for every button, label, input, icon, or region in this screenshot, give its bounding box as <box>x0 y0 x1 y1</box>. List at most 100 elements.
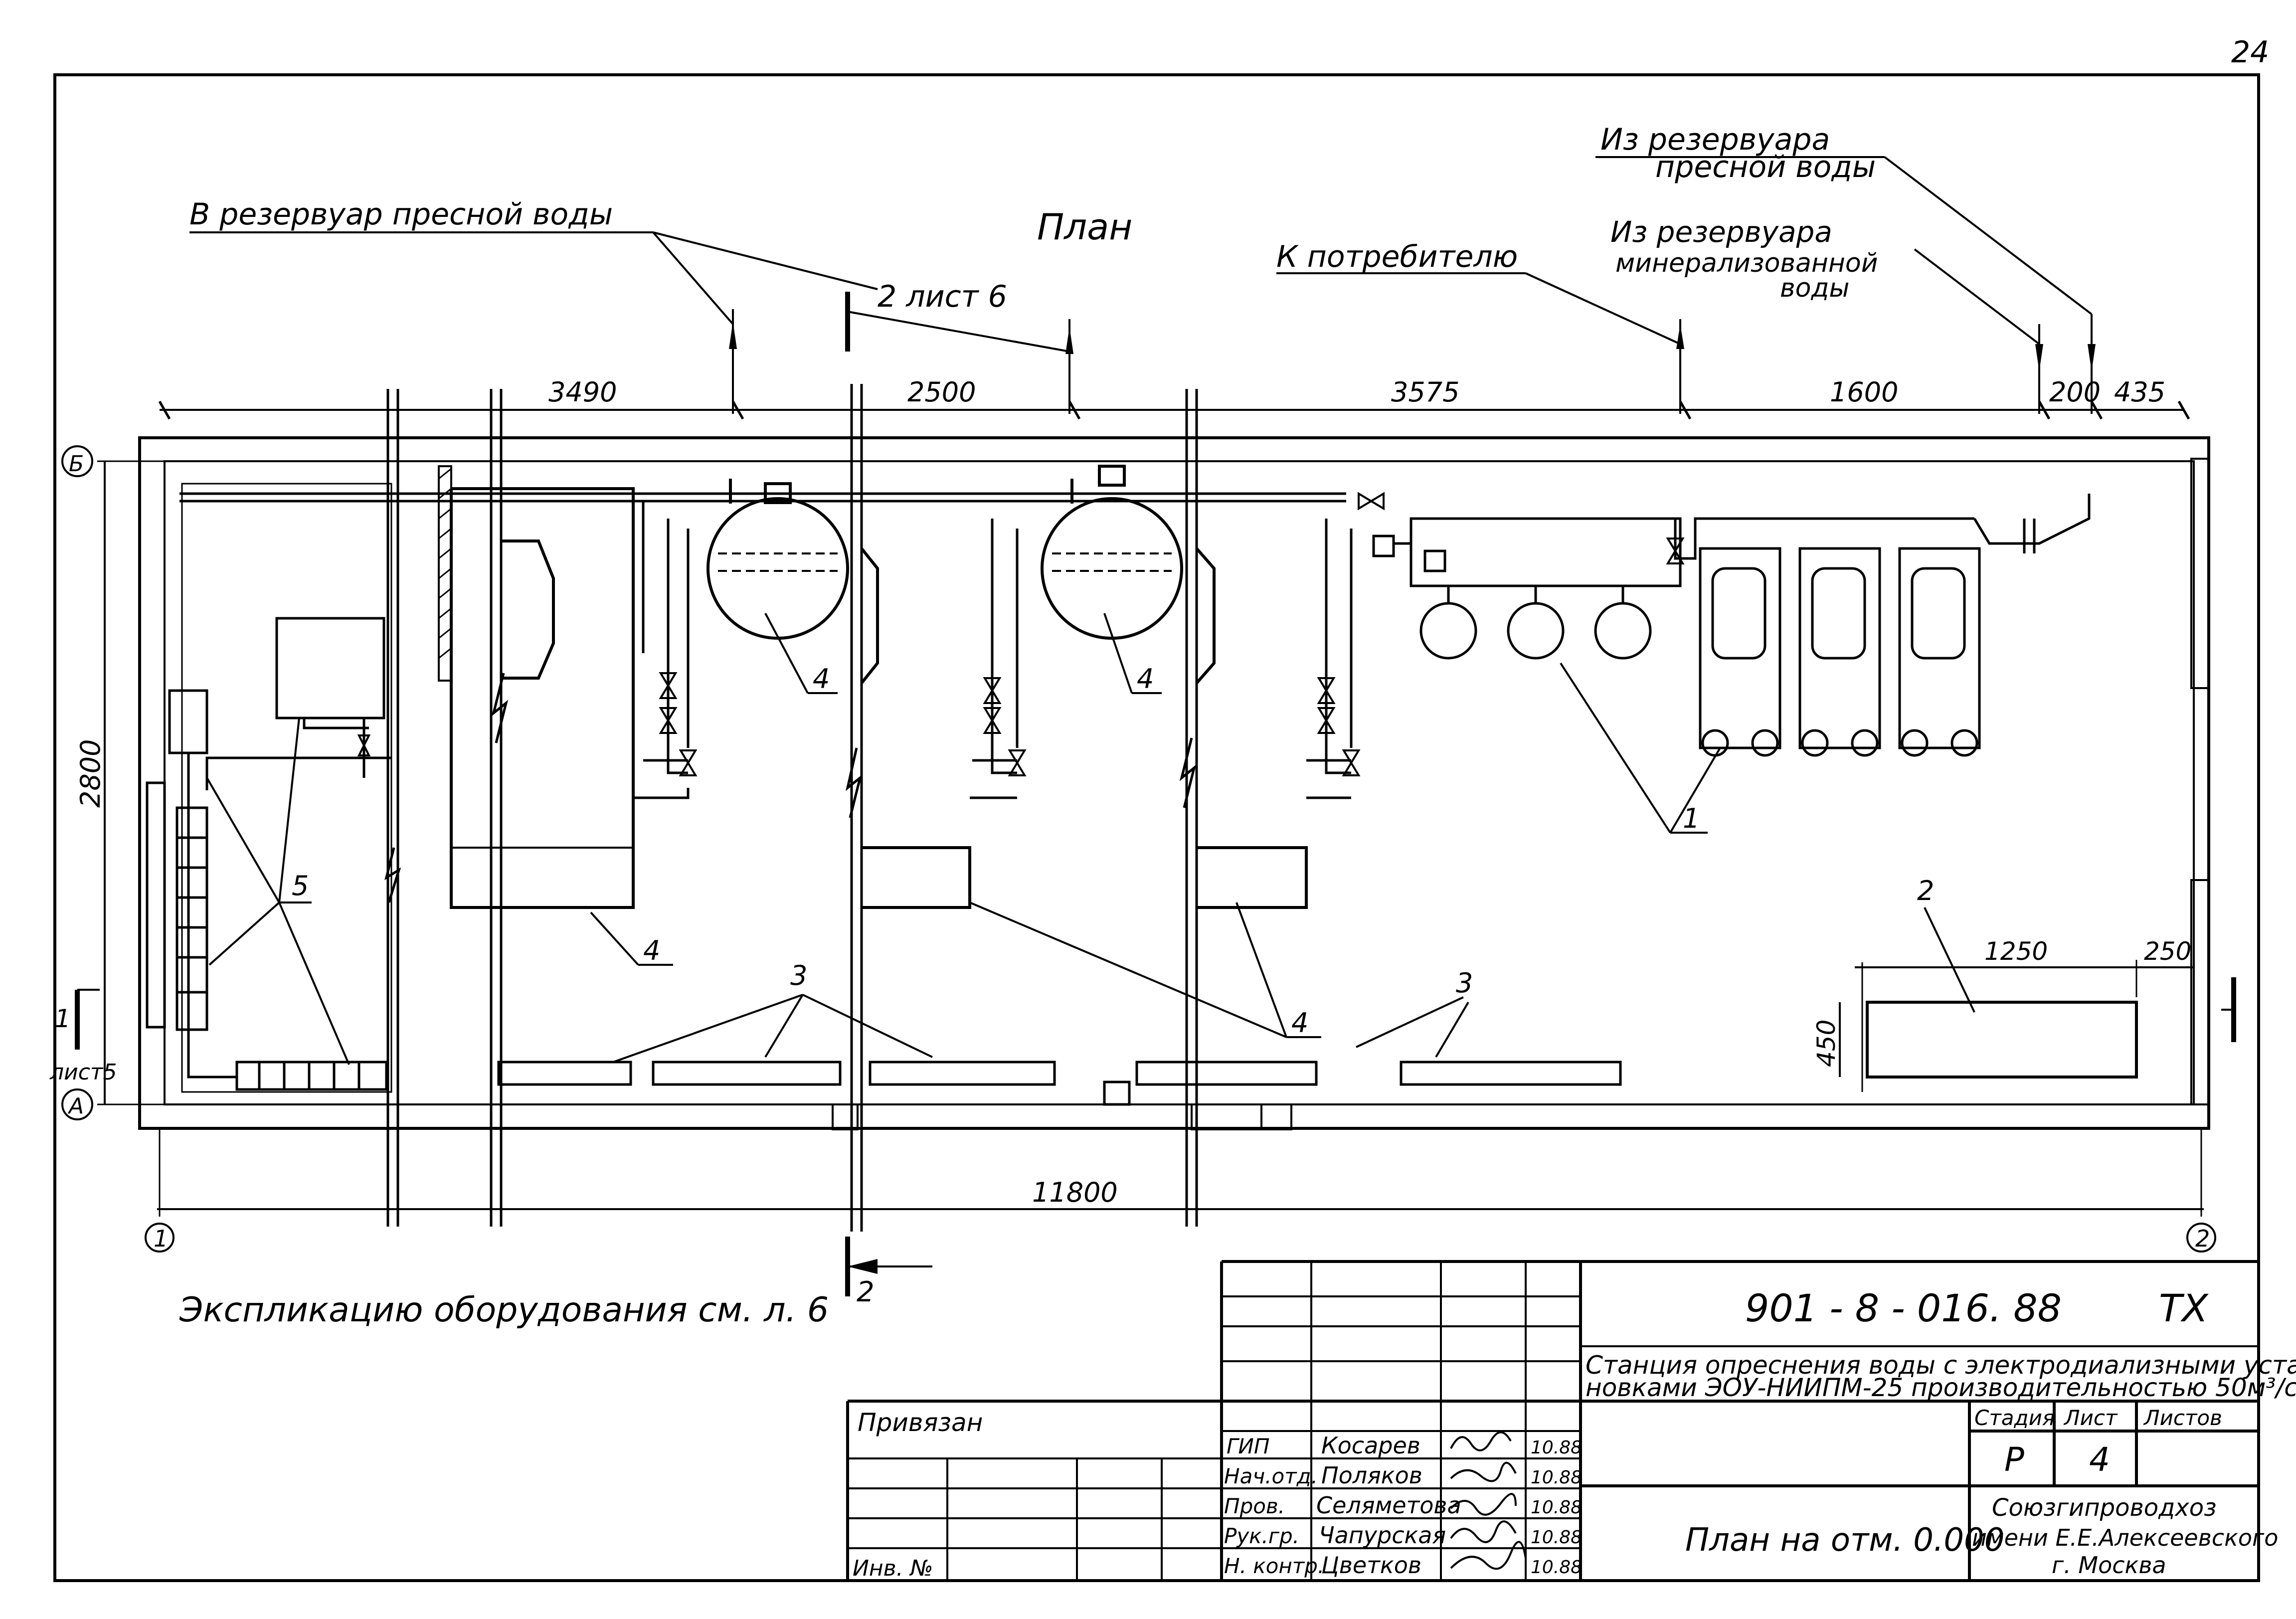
section-mark-1-right <box>2221 977 2236 1042</box>
callout-4a: 4 <box>813 663 830 695</box>
callout-leader <box>1560 662 1671 834</box>
callout-4c: 4 <box>643 935 660 966</box>
callout-4d: 4 <box>1291 1007 1308 1039</box>
callout-5: 5 <box>292 870 309 901</box>
dim-overall: 11800 <box>1032 1177 1118 1208</box>
axis-label-a: А <box>67 1093 84 1119</box>
signatures <box>1450 1431 1527 1570</box>
section-mark-2 <box>845 1237 932 1296</box>
role-gip: ГИП <box>1227 1434 1269 1458</box>
stage-value: Р <box>2004 1440 2024 1479</box>
name-polyakov: Поляков <box>1321 1462 1422 1489</box>
role-n-kontr: Н. контр. <box>1224 1554 1324 1578</box>
sheets-header: Листов <box>2143 1406 2222 1430</box>
org-line-3: г. Москва <box>2052 1552 2166 1579</box>
label-from-fresh-1: Из резервуара <box>1600 122 1830 157</box>
callout-leader <box>802 994 933 1058</box>
section-ref-label: 2 лист 6 <box>878 279 1007 314</box>
callout-leader <box>1669 747 1721 834</box>
dim-top-4: 1600 <box>1830 376 1898 408</box>
callout-leader <box>208 901 280 966</box>
sheet-frame <box>53 73 2260 1582</box>
callout-leader <box>206 777 280 903</box>
dim-height: 2800 <box>75 739 106 808</box>
name-kosarev: Косарев <box>1321 1432 1420 1459</box>
sheet-mark: 24 <box>2231 35 2269 70</box>
callout-3b: 3 <box>1456 967 1473 999</box>
project-description-1: Станция опреснения воды с электродиализн… <box>1586 1351 2296 1380</box>
project-code: 901 - 8 - 016. 88 <box>1745 1286 2062 1330</box>
callout-leader <box>1924 907 1975 1013</box>
leader-line <box>653 231 878 290</box>
door-openings <box>832 1103 1292 1130</box>
callout-leader <box>1236 902 1287 1038</box>
label-from-mineralized-3: воды <box>1780 273 1849 303</box>
equipment-unit-2 <box>860 547 971 909</box>
ed-units <box>1674 494 2091 757</box>
sheet5-label: лист5 <box>49 1060 117 1085</box>
right-wall-segment <box>2190 879 2210 1105</box>
racks <box>497 1061 1622 1106</box>
plan-title: План <box>1037 206 1132 248</box>
axis-marker-b <box>61 445 93 477</box>
dim-top-1: 3490 <box>548 376 617 408</box>
sheet-value: 4 <box>2089 1440 2110 1479</box>
axis-label-2: 2 <box>2195 1225 2210 1252</box>
callout-leader <box>613 994 803 1063</box>
break-zigzags <box>384 673 1197 903</box>
riser-arrows <box>729 309 2096 414</box>
callout-2: 2 <box>1917 875 1934 906</box>
label-from-mineralized-1: Из резервуара <box>1610 215 1832 249</box>
stage-header: Стадия <box>1974 1406 2055 1430</box>
dim-top-2: 2500 <box>907 376 976 408</box>
axis-marker-a <box>61 1088 93 1120</box>
org-line-1: Союзгипроводхоз <box>1992 1494 2217 1522</box>
role-prov: Пров. <box>1224 1494 1285 1518</box>
leader-line <box>1914 248 2040 345</box>
pump-group <box>1372 517 1682 660</box>
project-mark: ТХ <box>2159 1286 2209 1330</box>
dim-box-height: 450 <box>1812 1020 1841 1067</box>
break-lines <box>386 384 1198 1232</box>
privyazan-label: Привязан <box>858 1408 983 1437</box>
title-block <box>846 1260 2259 1581</box>
left-room <box>146 483 392 1093</box>
dim-box-width: 1250 <box>1984 937 2048 966</box>
vessel-2 <box>1041 465 1183 640</box>
sheet-header: Лист <box>2063 1406 2118 1430</box>
callout-leader <box>1435 1001 1469 1058</box>
project-description-2: новками ЭОУ-НИИПМ-25 производительностью… <box>1586 1373 2296 1402</box>
date-5: 10.88 <box>1531 1557 1582 1578</box>
right-wall-segment <box>2190 458 2210 689</box>
title-block-grid <box>848 1261 1581 1581</box>
callout-leader <box>590 911 639 966</box>
leader-line <box>1525 272 1681 345</box>
dim-box-offset: 250 <box>2144 937 2191 966</box>
date-1: 10.88 <box>1531 1438 1582 1458</box>
callout-leader <box>278 718 300 903</box>
hatching <box>438 468 452 659</box>
dim-top-6: 435 <box>2114 376 2165 408</box>
callout-leader <box>1356 996 1464 1048</box>
section-label-2: 2 <box>857 1276 875 1308</box>
dim-top-3: 3575 <box>1391 376 1459 408</box>
dim-top-5: 200 <box>2049 376 2101 408</box>
label-from-fresh-2: пресной воды <box>1655 150 1876 184</box>
date-4: 10.88 <box>1531 1527 1582 1548</box>
vessel-1 <box>706 479 849 640</box>
date-3: 10.88 <box>1531 1497 1582 1518</box>
role-ruk-gr: Рук.гр. <box>1224 1524 1299 1548</box>
inv-label: Инв. № <box>853 1556 933 1581</box>
sheet-title: План на отм. 0.000 <box>1685 1522 2004 1559</box>
callout-3a: 3 <box>790 960 807 991</box>
name-selyametova: Селяметова <box>1316 1492 1461 1519</box>
callout-leader <box>764 613 809 694</box>
section-line <box>847 311 1070 353</box>
role-nach-otd: Нач.отд. <box>1224 1464 1318 1488</box>
leader-line <box>652 231 734 325</box>
callout-1: 1 <box>1683 803 1700 834</box>
axis-marker-2 <box>2186 1223 2216 1253</box>
dimension-ticks <box>158 400 2190 420</box>
